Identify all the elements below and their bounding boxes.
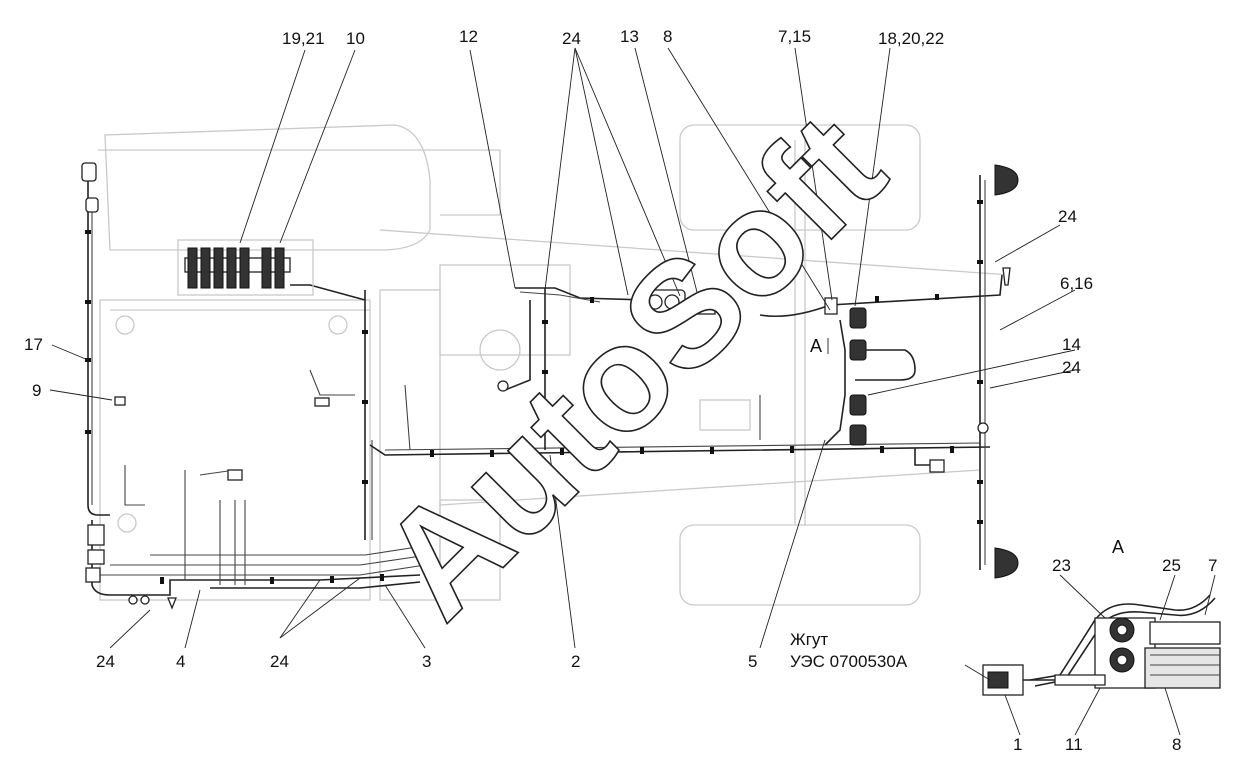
rear-lamps xyxy=(994,164,1019,579)
relay-block xyxy=(177,239,314,296)
detail-view-a xyxy=(964,574,1221,736)
callout-17: 17 xyxy=(24,335,43,354)
view-a-marker: A xyxy=(810,336,822,356)
callout-2: 2 xyxy=(571,652,580,671)
harness-name-line2: УЭС 0700530А xyxy=(790,652,908,671)
callout-8-top: 8 xyxy=(663,27,672,46)
callout-23: 23 xyxy=(1052,556,1071,575)
vehicle-outline xyxy=(98,124,1011,606)
central-components xyxy=(497,289,989,473)
callout-24-top: 24 xyxy=(562,29,581,48)
callout-24-right1: 24 xyxy=(1058,207,1077,226)
callout-9: 9 xyxy=(32,381,41,400)
callout-11: 11 xyxy=(1065,735,1083,754)
callout-19-21: 19,21 xyxy=(282,29,325,48)
watermark-text: AutoSoft xyxy=(348,82,914,648)
view-a-title: A xyxy=(1112,537,1124,557)
callout-1: 1 xyxy=(1013,735,1022,754)
callout-24-bottom-mid: 24 xyxy=(270,652,289,671)
callout-24-right2: 24 xyxy=(1062,358,1081,377)
callout-18-20-22: 18,20,22 xyxy=(878,29,944,48)
callout-6-16: 6,16 xyxy=(1060,274,1093,293)
callout-10: 10 xyxy=(346,29,365,48)
callout-24-bottom-left: 24 xyxy=(96,652,115,671)
callout-5: 5 xyxy=(748,652,757,671)
callout-25: 25 xyxy=(1162,556,1181,575)
callout-8-detail: 8 xyxy=(1172,735,1181,754)
callout-12: 12 xyxy=(459,27,478,46)
left-components xyxy=(81,162,330,610)
callout-7-detail: 7 xyxy=(1208,556,1217,575)
leader-lines xyxy=(49,47,1076,649)
callout-14: 14 xyxy=(1062,335,1081,354)
watermark: AutoSoft xyxy=(347,82,915,650)
callout-3: 3 xyxy=(422,652,431,671)
callout-7-15: 7,15 xyxy=(778,27,811,46)
harness-name-line1: Жгут xyxy=(790,630,828,649)
callout-labels: 19,21 10 12 24 13 8 7,15 18,20,22 24 6,1… xyxy=(24,27,1217,754)
callout-13: 13 xyxy=(620,27,639,46)
callout-4: 4 xyxy=(176,652,185,671)
